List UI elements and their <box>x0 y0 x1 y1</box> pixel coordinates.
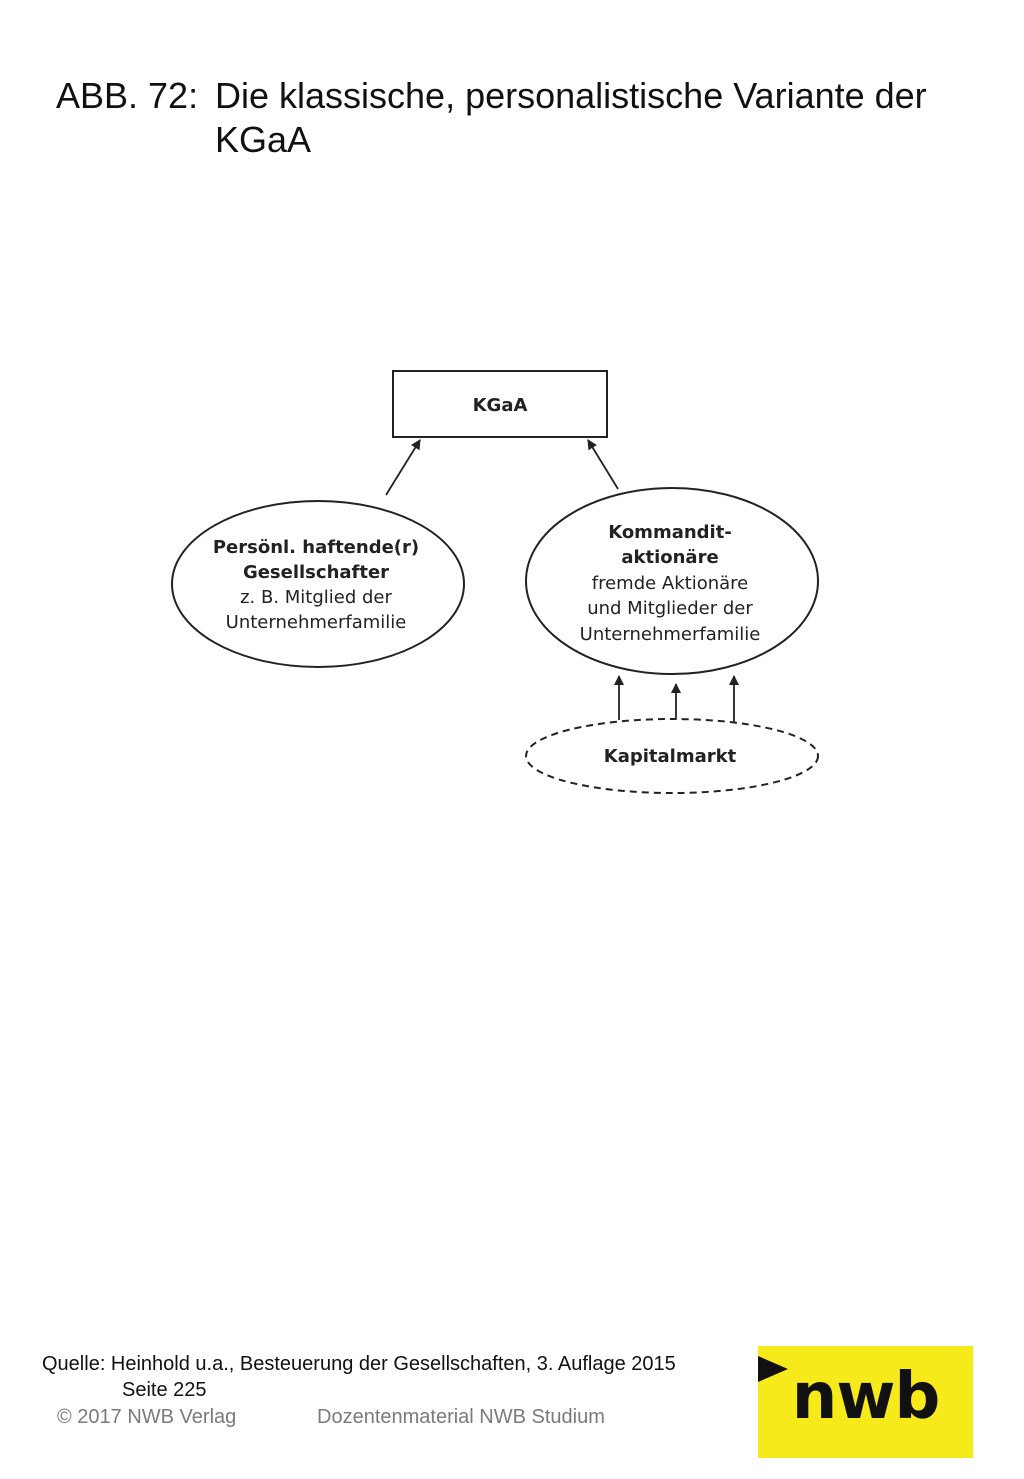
limited-shareholders-title-1: Kommandit- <box>608 522 732 543</box>
limited-shareholders-text-3: Unternehmerfamilie <box>580 624 761 645</box>
capital-market-label: Kapitalmarkt <box>604 746 737 767</box>
limited-shareholders-text-2: und Mitglieder der <box>587 598 753 619</box>
limited-shareholders-text-1: fremde Aktionäre <box>592 573 749 594</box>
source-line-2: Seite 225 <box>122 1379 207 1401</box>
arrow-left-to-kgaa <box>385 439 421 496</box>
kgaa-box <box>392 370 608 438</box>
footer-material: Dozentenmaterial NWB Studium <box>317 1406 605 1428</box>
footer-copyright: © 2017 NWB Verlag <box>57 1406 237 1428</box>
general-partner-title-1: Persönl. haftende(r) <box>213 537 419 558</box>
nwb-logo: nwb <box>758 1346 973 1458</box>
general-partner-text-2: Unternehmerfamilie <box>226 612 407 633</box>
kgaa-box-label: KGaA <box>473 395 528 416</box>
title-line-1: Die klassische, personalistische Variant… <box>215 75 927 116</box>
general-partner-title-2: Gesellschafter <box>243 562 389 583</box>
limited-shareholders-ellipse <box>525 487 819 675</box>
logo-text: nwb <box>791 1360 941 1434</box>
title-line-2: KGaA <box>215 119 312 160</box>
logo-arrow-icon <box>758 1356 788 1382</box>
figure-number: ABB. 72: <box>56 75 199 116</box>
arrow-right-to-kgaa <box>587 439 619 490</box>
general-partner-ellipse <box>171 500 465 668</box>
source-line-1: Quelle: Heinhold u.a., Besteuerung der G… <box>42 1353 676 1375</box>
slide-title: ABB. 72: Die klassische, personalistisch… <box>56 74 927 162</box>
general-partner-text-1: z. B. Mitglied der <box>240 587 392 608</box>
limited-shareholders-title-2: aktionäre <box>621 547 718 568</box>
capital-market-ellipse <box>525 718 819 794</box>
source-citation: Quelle: Heinhold u.a., Besteuerung der G… <box>42 1351 676 1403</box>
